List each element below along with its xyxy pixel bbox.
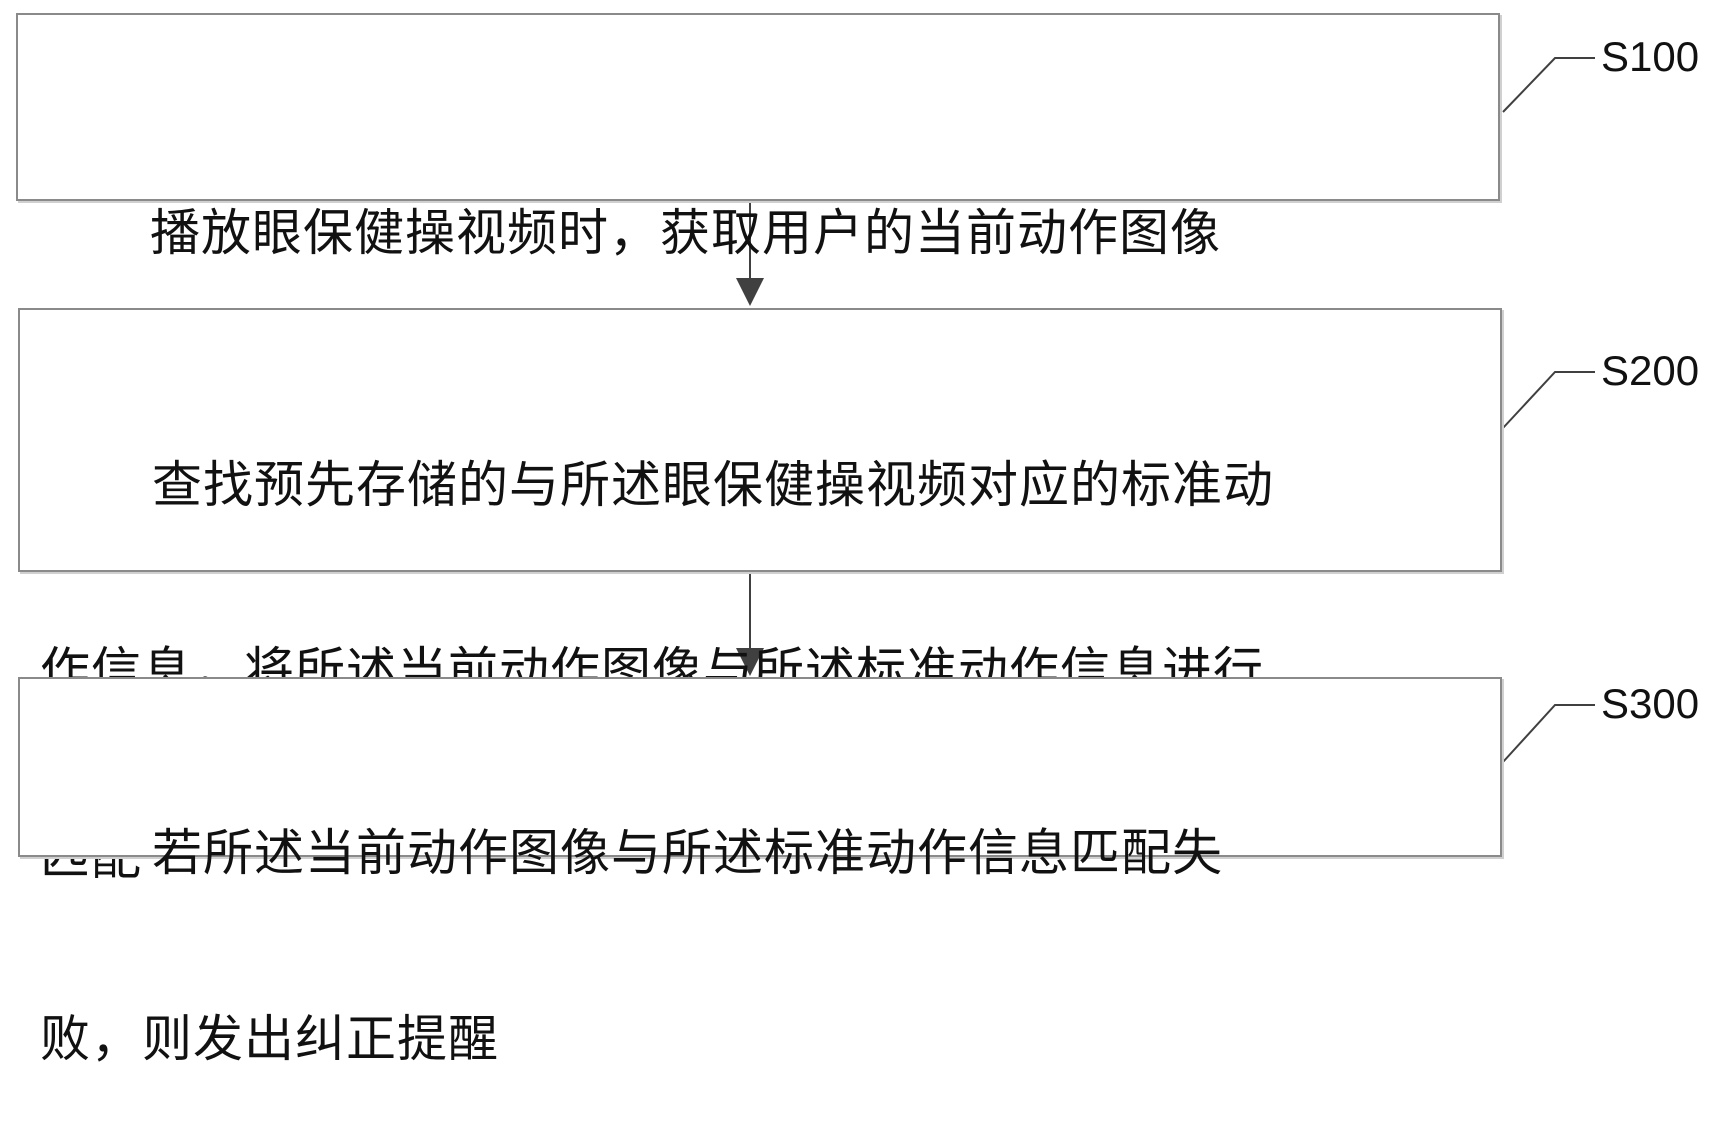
- leader-line-s300: [1502, 704, 1595, 763]
- leader-line-s200: [1502, 371, 1595, 429]
- step-text-s300: 若所述当前动作图像与所述标准动作信息匹配失 败，则发出纠正提醒: [40, 698, 1223, 1132]
- step-label-s100: S100: [1601, 33, 1700, 80]
- step-box-s300: [18, 677, 1502, 857]
- arrowhead-s200-icon: [736, 278, 764, 306]
- arrowhead-s300-icon: [736, 648, 764, 676]
- step-box-s200: [18, 308, 1502, 572]
- step-text-line: 若所述当前动作图像与所述标准动作信息匹配失: [152, 824, 1223, 882]
- leader-line-s100: [1502, 57, 1595, 113]
- step-text-line: 败，则发出纠正提醒: [40, 1010, 499, 1068]
- step-label-s200: S200: [1601, 347, 1700, 394]
- step-text-line: 查找预先存储的与所述眼保健操视频对应的标准动: [152, 456, 1274, 514]
- flowchart-connectors: [736, 57, 1595, 763]
- step-label-s300: S300: [1601, 680, 1700, 727]
- step-box-s100: [16, 13, 1500, 201]
- step-text-line: 播放眼保健操视频时，获取用户的当前动作图像: [150, 204, 1221, 262]
- step-text-s100: 播放眼保健操视频时，获取用户的当前动作图像: [150, 78, 1221, 326]
